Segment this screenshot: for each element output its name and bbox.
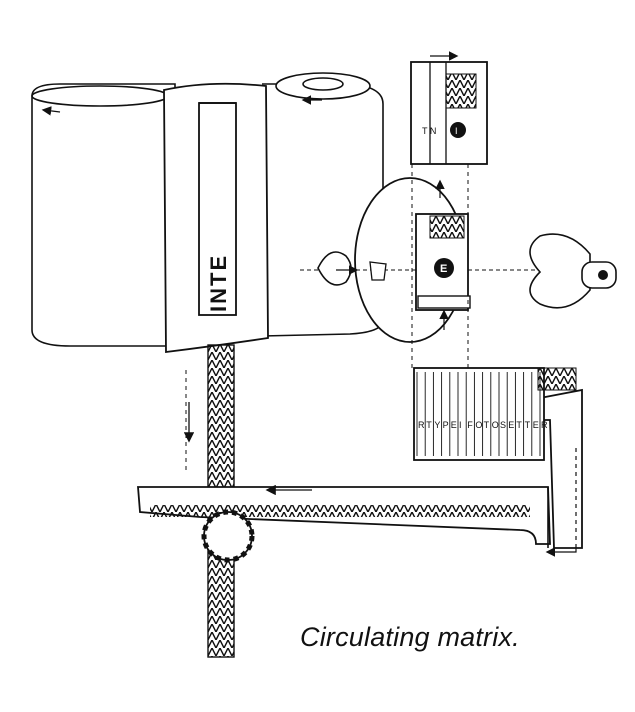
bracket-arm [539,388,583,557]
active-matrix: E [415,213,471,330]
dashed-guides [185,164,469,470]
light-bulb [529,233,617,309]
upper-matrix-side-text: T N [422,126,436,136]
stack-letter: R [418,420,425,430]
stack-letter: E [533,420,539,430]
active-matrix-letter: E [440,263,447,275]
upper-matrix-letter: I [455,126,458,136]
stack-letter: F [467,420,473,430]
figure-caption: Circulating matrix. [300,622,520,652]
stack-letter: Y [434,420,440,430]
stack-letter: O [492,420,499,430]
stack-letter: I [459,420,462,430]
stack-letter: T [484,420,490,430]
stack-letter: O [475,420,482,430]
stack-letter: R [541,420,548,430]
upper-matrix: T N I [410,51,488,198]
film-label: INTE [206,254,231,312]
horizontal-toothed-rack [137,484,551,548]
stack-letter: E [451,420,457,430]
stack-letter: P [443,420,449,430]
stack-letter: T [426,420,432,430]
stack-letter: T [525,420,531,430]
stack-letter: E [508,420,514,430]
stack-letter: S [500,420,506,430]
film-drum-left [31,83,176,347]
stack-letter: T [516,420,522,430]
condenser-lens-left [317,251,387,286]
film-frame-carriage [163,82,269,354]
pinion-gear [201,509,255,563]
paper-label-text: INTE [206,254,231,312]
